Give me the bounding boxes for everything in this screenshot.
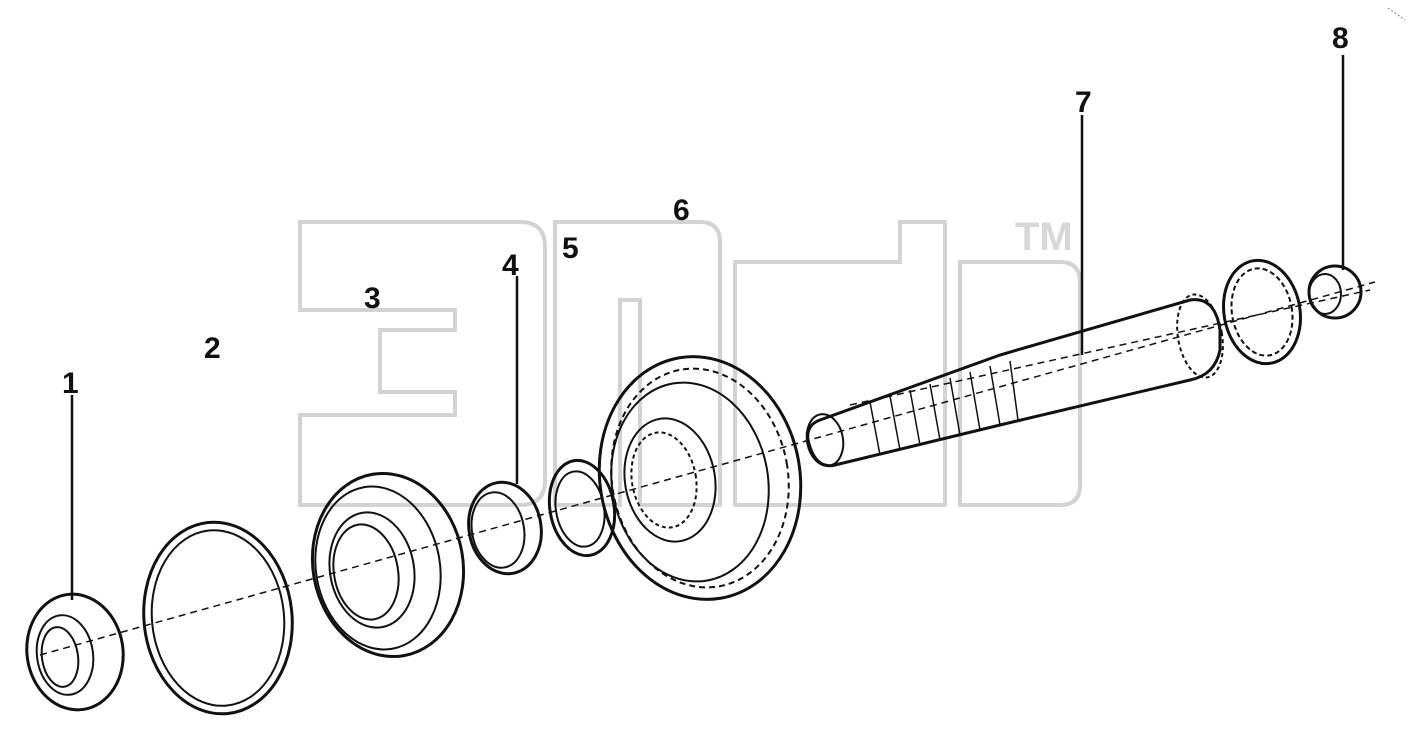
callout-6: 6 — [673, 194, 690, 227]
part-1-seal — [25, 592, 125, 712]
part-7-shaft — [805, 258, 1302, 468]
callout-3: 3 — [364, 282, 381, 315]
callout-5: 5 — [562, 232, 579, 265]
part-3-bearing — [310, 471, 466, 659]
callout-4: 4 — [502, 249, 519, 282]
watermark-logo: TM — [298, 215, 1082, 507]
callout-2: 2 — [204, 332, 221, 365]
assembly-axis — [39, 281, 1376, 656]
part-6-gear — [597, 355, 803, 601]
leader-lines — [70, 55, 1345, 600]
part-4-ring — [467, 480, 543, 576]
part-2-oring — [142, 520, 294, 716]
callout-1: 1 — [62, 367, 79, 400]
watermark-trademark: TM — [1015, 215, 1073, 259]
corner-mark — [1387, 7, 1406, 21]
callout-8: 8 — [1332, 22, 1349, 55]
part-8-bearing — [1307, 264, 1363, 320]
callout-labels: 1 2 3 4 5 6 7 8 — [62, 22, 1349, 400]
callout-7: 7 — [1075, 86, 1092, 119]
